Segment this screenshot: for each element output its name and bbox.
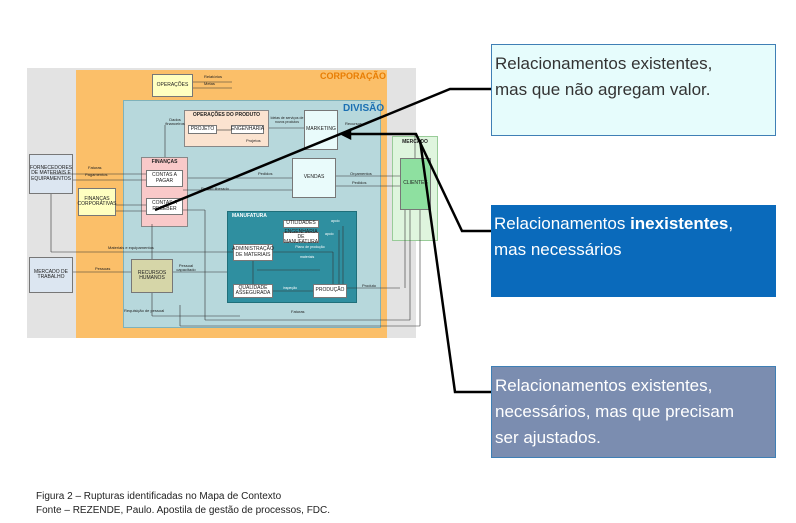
qualidade-box: QUALIDADE ASSEGURADA xyxy=(233,284,273,298)
callout-existing-no-value-line1: Relacionamentos existentes, xyxy=(495,54,713,73)
callout-nonexistent-line1: Relacionamentos inexistentes, xyxy=(494,211,772,237)
marketing-box: MARKETING xyxy=(304,110,338,150)
manufatura-label: MANUFATURA xyxy=(232,213,267,219)
flow-label-materiais-equipamentos: Materiais e equipamentos xyxy=(108,245,154,250)
financas-box: FINANÇAS xyxy=(141,157,188,227)
flow-label-recursos: Recursos xyxy=(345,121,362,126)
financas-label: FINANÇAS xyxy=(151,159,178,165)
flow-label-relatorios: Relatórios xyxy=(204,74,223,79)
administracao-materiais-box: ADMINISTRAÇÃO DE MATERIAIS xyxy=(232,244,274,261)
operacoes-produto-label: OPERAÇÕES DO PRODUTO xyxy=(192,112,261,118)
flow-label-orcamentos: Orçamentos xyxy=(350,171,372,176)
divisao-label: DIVISÃO xyxy=(343,103,385,114)
flow-label-dados-financeiros: Dados financeiros xyxy=(165,117,185,127)
callout-adjust-line3: ser ajustados. xyxy=(495,428,601,447)
callout-existing-no-value: Relacionamentos existentes, mas que não … xyxy=(491,44,776,136)
flow-label-produto: Produto xyxy=(362,283,377,288)
figure-caption: Figura 2 – Rupturas identificadas no Map… xyxy=(36,491,282,502)
vendas-box: VENDAS xyxy=(292,158,336,198)
contas-pagar-box: CONTAS A PAGAR xyxy=(146,170,183,187)
flow-label-pagamentos: Pagamentos xyxy=(85,172,108,177)
financas-corporativas-box: FINANÇAS CORPORATIVAS xyxy=(78,188,117,216)
utilidades-box: UTILIDADES xyxy=(283,220,319,228)
callout-adjust-line2: necessários, mas que precisam xyxy=(495,402,735,421)
callout-nonexistent-needed: Relacionamentos inexistentes, mas necess… xyxy=(491,205,776,297)
corporacao-label: CORPORAÇÃO xyxy=(320,71,387,81)
producao-box: PRODUÇÃO xyxy=(313,284,347,298)
flow-label-faturas: Faturas xyxy=(88,165,102,170)
flow-label-materiais: materiais xyxy=(300,255,315,259)
flow-label-projetos: Projetos xyxy=(246,138,261,143)
flow-label-ideias: Ideias de serviços de novos produtos xyxy=(270,116,304,124)
callout-nonexistent-prefix: Relacionamentos xyxy=(494,214,631,233)
flow-label-pessoal-capacitado: Pessoal capacitado xyxy=(176,263,196,273)
flow-label-inspecao: inspeção xyxy=(283,286,298,290)
operacoes-box: OPERAÇÕES xyxy=(152,74,193,97)
flow-label-pessoas: Pessoas xyxy=(95,266,111,271)
callout-needs-adjustment: Relacionamentos existentes, necessários,… xyxy=(491,366,776,458)
figure-source: Fonte – REZENDE, Paulo. Apostila de gest… xyxy=(36,505,331,516)
flow-label-pedidos-clientes: Pedidos xyxy=(352,180,367,185)
flow-label-pedidos: Pedidos xyxy=(258,171,273,176)
callout-nonexistent-suffix: , xyxy=(728,214,734,233)
flow-label-metas: Metas xyxy=(204,81,215,86)
callout-adjust-line1: Relacionamentos existentes, xyxy=(495,376,713,395)
recursos-humanos-box: RECURSOS HUMANOS xyxy=(131,259,173,293)
flow-label-apoio-2: apoio xyxy=(325,232,334,236)
projeto-box: PROJETO xyxy=(188,125,217,134)
mercado-trabalho-box: MERCADO DE TRABALHO xyxy=(29,257,73,293)
flow-label-plano-producao: Plano de produção xyxy=(295,245,325,249)
flow-label-apoio-1: apoio xyxy=(331,219,340,223)
engenharia-box: ENGENHARIA xyxy=(231,125,264,134)
callout-nonexistent-line2: mas necessários xyxy=(494,240,622,259)
flow-label-pedido-liberado: Pedido liberado xyxy=(201,186,229,191)
flow-label-requisicao: Requisição de pessoal xyxy=(124,308,165,313)
callout-nonexistent-bold: inexistentes xyxy=(630,214,729,233)
callout-existing-no-value-line2: mas que não agregam valor. xyxy=(495,80,711,99)
eng-manufatura-box: ENGENHARIA DE MANUFATURA xyxy=(283,228,319,246)
flow-label-faturas-bottom: Faturas xyxy=(291,309,305,314)
